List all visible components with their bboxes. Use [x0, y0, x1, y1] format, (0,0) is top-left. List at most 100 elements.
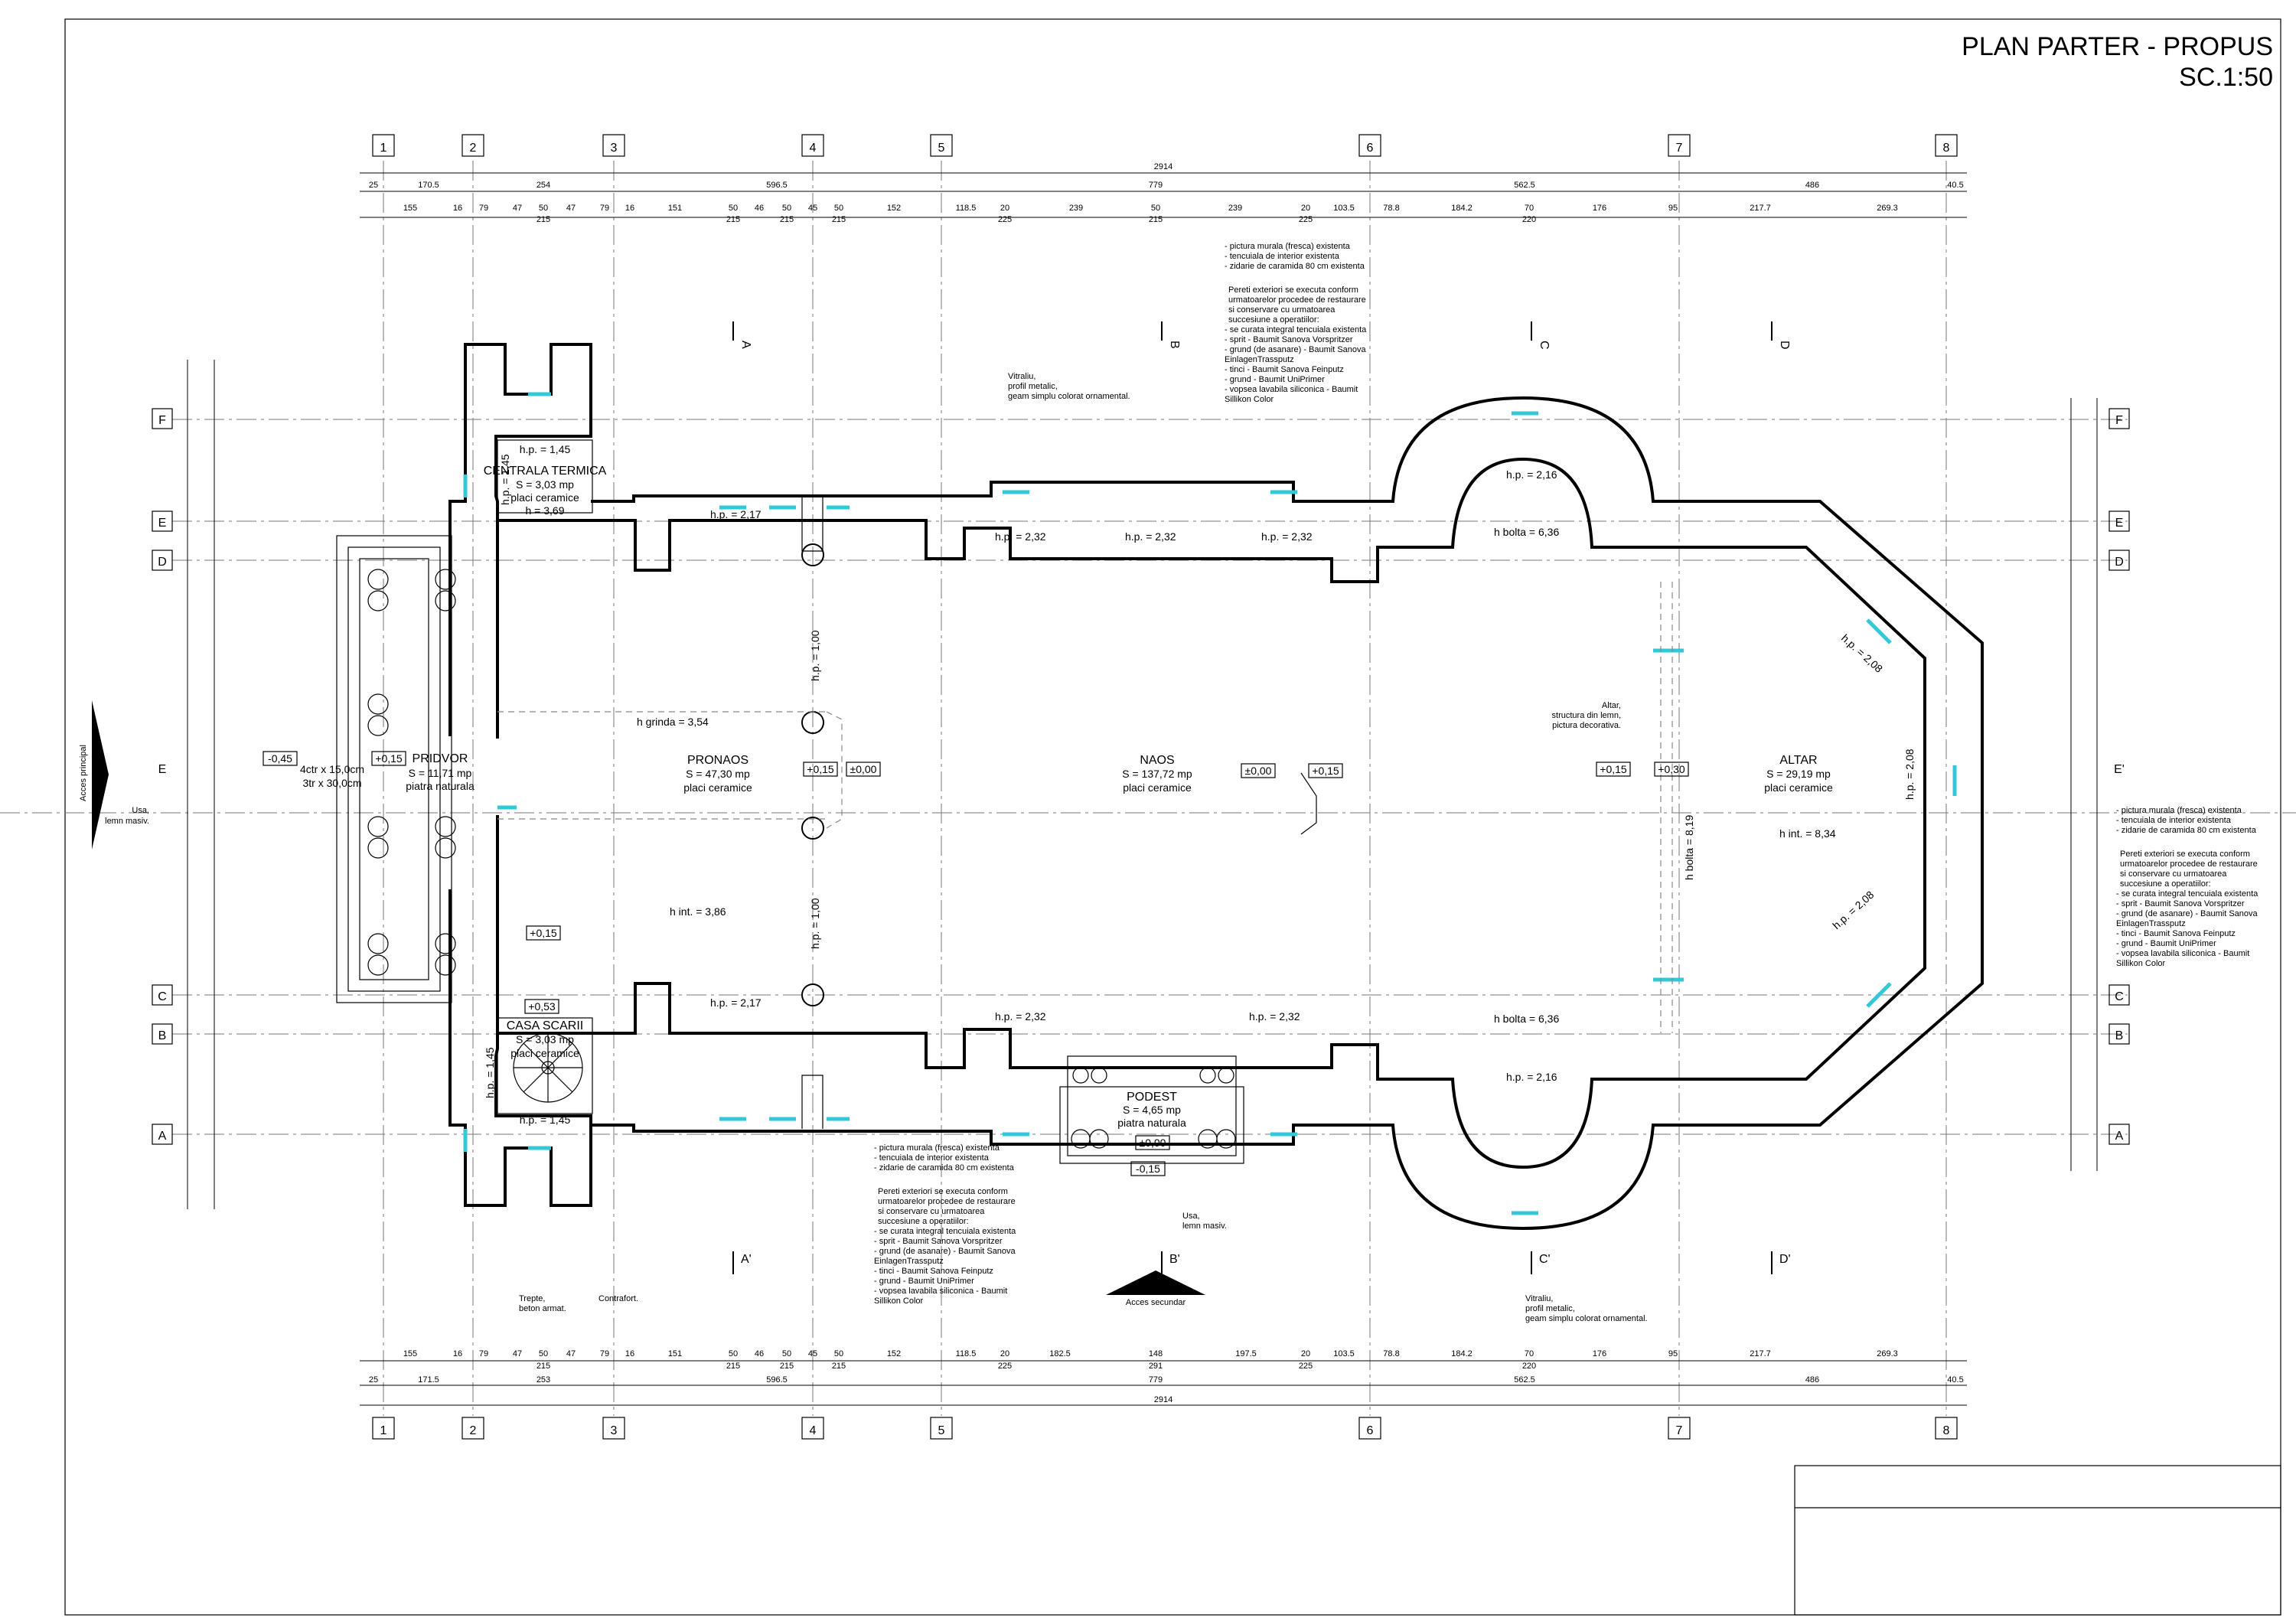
- section-markers-bottom: A' B' C' D': [732, 1251, 1791, 1274]
- note-vitraliu-top: Vitraliu, profil metalic, geam simplu co…: [1008, 372, 1130, 401]
- svg-text:- zidarie de caramida 80 cm ex: - zidarie de caramida 80 cm existenta: [1225, 262, 1365, 271]
- room-casa-scarii: CASA SCARII S = 3,03 mp placi ceramice h…: [507, 1019, 583, 1126]
- window-glazing: [463, 392, 1957, 1215]
- svg-text:- zidarie de caramida 80 cm ex: - zidarie de caramida 80 cm existenta: [874, 1163, 1015, 1173]
- dim-top-r2-16: 20: [1000, 204, 1009, 213]
- dim-total-bottom: 2914: [1154, 1395, 1172, 1404]
- dim-bot-r2-2: 79: [479, 1349, 488, 1358]
- dashed-overlays: [497, 582, 1673, 1033]
- svg-text:- sprit - Baumit Sanova Vorspr: - sprit - Baumit Sanova Vorspritzer: [2116, 899, 2245, 908]
- section-markers-top: A B C D: [732, 321, 1791, 350]
- svg-text:EinlagenTrassputz: EinlagenTrassputz: [874, 1257, 944, 1266]
- level-mark: +0,15: [530, 927, 557, 939]
- dim-bot-r2-5: 47: [566, 1349, 576, 1358]
- axis-label-3: 3: [602, 134, 625, 157]
- wall-nave-north-inner: [497, 457, 1926, 1169]
- section-marker-D-top: D: [1778, 341, 1791, 350]
- dim-top-r2-9: 50: [729, 204, 738, 213]
- svg-text:EinlagenTrassputz: EinlagenTrassputz: [2116, 919, 2186, 928]
- axis-labels-bottom: 1 2 3 4 5 6 7 8: [372, 1417, 1958, 1440]
- room-name: CASA SCARII: [507, 1019, 583, 1032]
- room-height: h = 3,69: [526, 504, 565, 517]
- svg-text:Usa,: Usa,: [132, 806, 149, 815]
- svg-text:4: 4: [810, 142, 817, 155]
- porch-step: [347, 546, 441, 992]
- svg-text:geam simplu colorat ornamental: geam simplu colorat ornamental.: [1008, 392, 1130, 401]
- dim-bot-sub-6: 225: [1299, 1362, 1313, 1371]
- svg-text:- tinci - Baumit Sanova Feinpu: - tinci - Baumit Sanova Feinputz: [874, 1267, 993, 1276]
- level-mark: -0,15: [1136, 1163, 1160, 1175]
- dim-top-sub-6: 225: [1299, 215, 1313, 224]
- height-label: h.p. = 2,32: [1125, 530, 1176, 543]
- podest-column: [1072, 1067, 1089, 1084]
- height-label: h bolta = 6,36: [1494, 1013, 1559, 1025]
- height-label: h.p. = 2,32: [1261, 530, 1313, 543]
- level-mark: +0,15: [375, 752, 403, 765]
- axis-label-7: 7: [1668, 134, 1691, 157]
- height-label: h grinda = 3,54: [637, 716, 709, 728]
- axis-label-E-right: E: [2108, 510, 2130, 532]
- dim-top-r1-2: 254: [536, 181, 550, 190]
- podest-column: [1199, 1067, 1216, 1084]
- note-usa-secundar: Usa, lemn masiv.: [1182, 1212, 1227, 1231]
- dim-top-sub-2: 215: [780, 215, 794, 224]
- dim-bot-r2-24: 70: [1525, 1349, 1534, 1358]
- dim-bot-r1-3: 596.5: [766, 1375, 788, 1385]
- dim-top-r2-24: 70: [1525, 204, 1534, 213]
- svg-text:5: 5: [938, 142, 945, 155]
- svg-text:- vopsea lavabila siliconica -: - vopsea lavabila siliconica - Baumit: [1225, 385, 1358, 394]
- dim-top-r2-0: 155: [403, 204, 417, 213]
- height-label: h int. = 8,34: [1779, 827, 1836, 840]
- svg-text:- zidarie de caramida 80 cm ex: - zidarie de caramida 80 cm existenta: [2116, 826, 2257, 835]
- svg-text:Pereti exteriori se executa co: Pereti exteriori se executa conform: [878, 1187, 1008, 1196]
- axis-label-7-bottom: 7: [1668, 1417, 1691, 1440]
- dim-bot-sub-1: 215: [726, 1362, 740, 1371]
- svg-text:succesiune a operatiilor:: succesiune a operatiilor:: [1228, 315, 1319, 325]
- svg-text:D: D: [2115, 556, 2124, 569]
- svg-text:urmatoarelor procedee de resta: urmatoarelor procedee de restaurare: [1228, 295, 1366, 305]
- dim-bot-sub-5: 291: [1149, 1362, 1163, 1371]
- dim-top-r1-1: 170.5: [418, 181, 439, 190]
- svg-text:2: 2: [470, 1424, 477, 1437]
- svg-text:D: D: [158, 556, 167, 569]
- svg-text:Altar,: Altar,: [1602, 701, 1621, 710]
- axis-label-B-right: B: [2108, 1023, 2130, 1045]
- dim-bot-r1-4: 779: [1149, 1375, 1163, 1385]
- level-mark: +0,15: [1312, 765, 1339, 777]
- dim-bot-r2-25: 176: [1593, 1349, 1606, 1358]
- room-area: S = 4,65 mp: [1123, 1104, 1181, 1116]
- dim-bot-r2-21: 103.5: [1333, 1349, 1355, 1358]
- dim-top-r1-5: 562.5: [1514, 181, 1535, 190]
- svg-text:6: 6: [1367, 1424, 1374, 1437]
- podest-column: [1216, 1129, 1236, 1149]
- svg-text:urmatoarelor procedee de resta: urmatoarelor procedee de restaurare: [878, 1197, 1016, 1206]
- note-stairs-size: 4ctr x 15,0cm 3tr x 30,0cm: [300, 763, 364, 789]
- height-label: h.p. = 1,45: [499, 454, 511, 505]
- dim-bot-r2-14: 152: [887, 1349, 901, 1358]
- porch-column: [367, 590, 389, 612]
- title-block: [1794, 1465, 2281, 1616]
- height-label: h.p. = 2,16: [1506, 1071, 1557, 1083]
- svg-text:lemn masiv.: lemn masiv.: [1182, 1221, 1227, 1231]
- wall-outline-south: [448, 815, 592, 1207]
- iconostasis-mark: [1300, 772, 1317, 835]
- svg-text:si conservare cu urmatoarea: si conservare cu urmatoarea: [878, 1207, 985, 1216]
- height-label: h int. = 3,86: [670, 905, 726, 918]
- svg-text:Usa,: Usa,: [1182, 1212, 1200, 1221]
- dim-top-r2-21: 103.5: [1333, 204, 1355, 213]
- porch-steps: [336, 535, 1244, 1164]
- section-marker-C-top: C: [1538, 341, 1551, 350]
- level-mark: ±0,00: [1245, 765, 1272, 777]
- room-altar: ALTAR S = 29,19 mp placi ceramice: [1764, 754, 1833, 794]
- dim-bot-sub-4: 225: [998, 1362, 1012, 1371]
- room-area: S = 29,19 mp: [1766, 768, 1831, 780]
- note-vitraliu-bottom: Vitraliu, profil metalic, geam simplu co…: [1525, 1294, 1648, 1323]
- dim-bot-r2-0: 155: [403, 1349, 417, 1358]
- axis-label-4-bottom: 4: [801, 1417, 824, 1440]
- svg-text:profil metalic,: profil metalic,: [1525, 1304, 1575, 1313]
- axis-label-1-bottom: 1: [372, 1417, 395, 1440]
- column: [801, 983, 824, 1006]
- svg-text:E: E: [2115, 517, 2124, 530]
- note-wall-bottom: - pictura murala (fresca) existenta - te…: [874, 1143, 1016, 1306]
- dimension-chain-left: [187, 360, 215, 1209]
